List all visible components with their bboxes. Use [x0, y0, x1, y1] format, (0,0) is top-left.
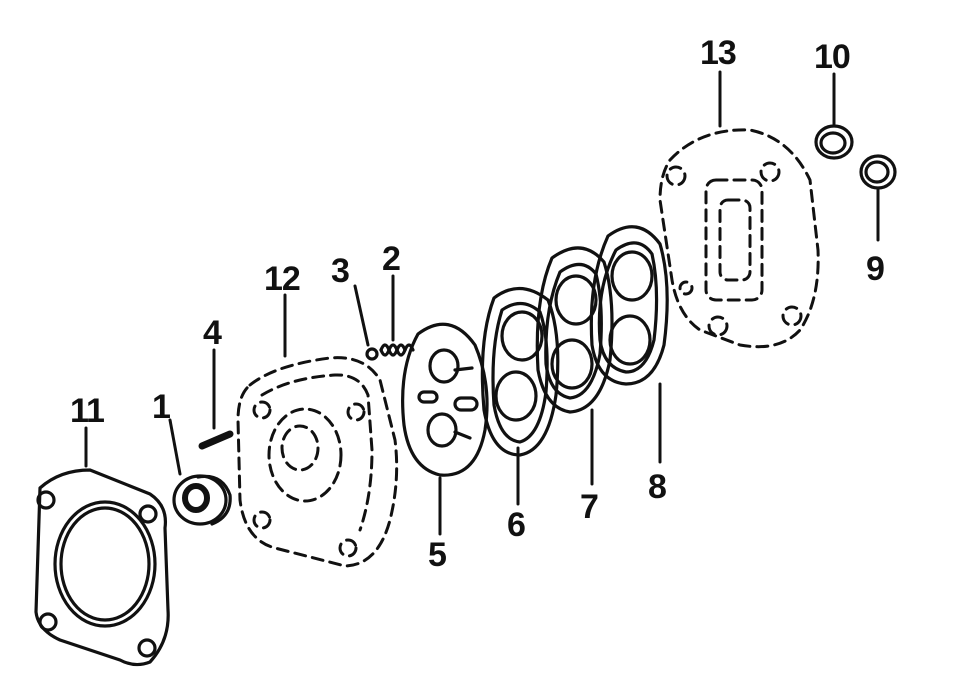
- part-13-end-cover: [658, 128, 820, 349]
- callout-labels: 1 2 3 4 5 6 7 8 9 10 11 12 13: [70, 34, 885, 574]
- callout-11: 11: [70, 392, 104, 430]
- callout-8: 8: [648, 468, 666, 506]
- leader-lines: [84, 70, 880, 536]
- callout-5: 5: [428, 536, 446, 574]
- callout-6: 6: [507, 506, 525, 544]
- callout-7: 7: [580, 488, 598, 526]
- callout-3: 3: [331, 252, 349, 290]
- part-12-housing: [236, 356, 399, 568]
- part-4-pin: [198, 430, 234, 450]
- callout-13: 13: [700, 34, 736, 72]
- part-1-seal: [172, 474, 232, 526]
- callout-9: 9: [866, 250, 884, 288]
- callout-10: 10: [814, 38, 850, 76]
- part-10-o-ring: [814, 124, 854, 160]
- part-2-spring: [379, 343, 415, 357]
- leader-1: [168, 418, 182, 476]
- part-9-o-ring: [859, 154, 897, 190]
- part-5-plate: [401, 322, 489, 477]
- callout-1: 1: [152, 388, 170, 426]
- part-3-ball: [365, 347, 379, 361]
- leader-3: [353, 284, 370, 347]
- callout-12: 12: [264, 260, 300, 298]
- part-8-cover-plate: [589, 225, 669, 386]
- part-11-gasket: [34, 468, 170, 667]
- callout-2: 2: [382, 240, 400, 278]
- callout-4: 4: [203, 314, 222, 352]
